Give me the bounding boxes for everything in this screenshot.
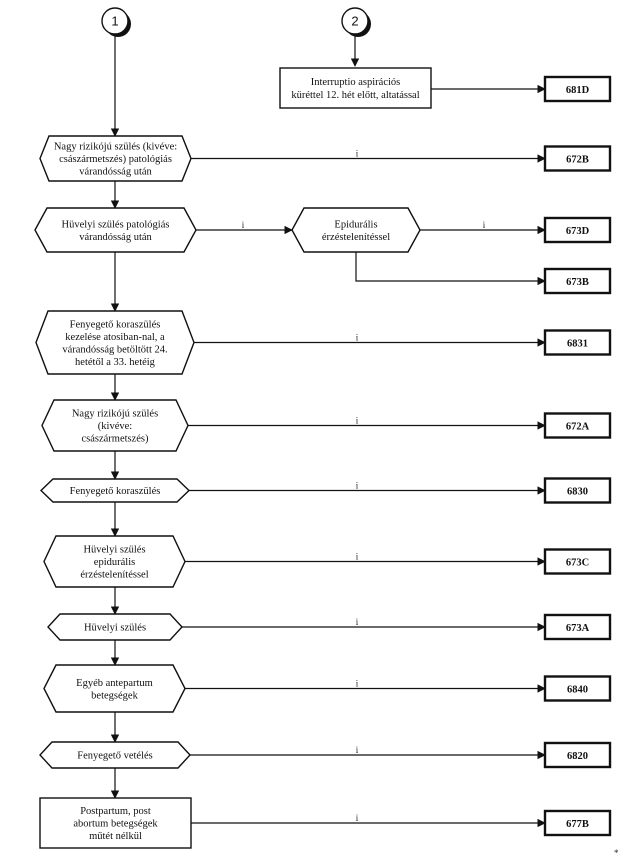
epidural-label: Epidurális: [334, 219, 377, 230]
top-procedure-label: küréttel 12. hét előtt, altatással: [291, 90, 419, 101]
row-3-decision: [35, 310, 195, 375]
row-10-box: [39, 797, 192, 849]
code-box-681D-label: 681D: [566, 85, 590, 96]
row-6-label: Hüvelyi szülés: [83, 545, 145, 556]
code-box-672A: [543, 412, 612, 439]
row-9-label: Fenyegető vetélés: [77, 751, 153, 762]
code-box-673D: [543, 216, 612, 244]
epidural-label: érzéstelenítéssel: [322, 232, 390, 243]
code-box-677B: [543, 809, 612, 837]
epidural-decision: [291, 207, 421, 253]
code-box-6830-label: 6830: [567, 487, 588, 498]
row-6-label: epidurális: [94, 557, 135, 568]
code-box-6831: [543, 329, 612, 356]
row-3-label: Fenyegető koraszülés: [70, 319, 161, 330]
row-7-label: Hüvelyi szülés: [84, 623, 146, 634]
row-8-decision: [43, 664, 186, 713]
row-2-decision: [34, 207, 197, 253]
code-box-6831-label: 6831: [567, 339, 588, 350]
row-1-label: várandósság után: [79, 167, 152, 178]
row-3-arrow-mark: i: [356, 333, 359, 343]
code-box-677B-label: 677B: [566, 819, 589, 830]
row-4-label: (kivéve:: [98, 421, 132, 432]
row-3-label: kezelése atosiban-nal, a: [65, 332, 165, 343]
code-box-673B-label: 673B: [566, 277, 589, 288]
row-6-decision: [43, 535, 186, 588]
row-4-label: császármetszés): [81, 434, 149, 445]
row-1-decision: [39, 135, 192, 182]
row-9-decision: [39, 741, 191, 769]
code-box-672A-label: 672A: [566, 422, 590, 433]
code-box-673B: [543, 267, 612, 295]
row-1-label: császármetszés) patológiás: [59, 154, 172, 165]
code-box-672B: [543, 145, 612, 172]
code-box-673A-label: 673A: [566, 623, 590, 634]
code-box-672B-label: 672B: [566, 155, 589, 166]
row-5-decision: [39, 478, 191, 503]
connector-2-label: 2: [351, 14, 358, 29]
code-box-6840-label: 6840: [567, 685, 588, 696]
connector-1-label: 1: [111, 14, 118, 29]
row-10-arrow-mark: i: [356, 813, 359, 823]
row-10-label: Postpartum, post: [80, 806, 151, 817]
code-box-673A: [543, 613, 612, 641]
footnote-mark: *: [614, 848, 619, 858]
code-box-6830: [543, 477, 612, 504]
row-6-arrow-mark: i: [356, 552, 359, 562]
row-5-arrow-mark: i: [356, 481, 359, 491]
epidural-to-673B-line: [355, 252, 546, 286]
row-2-label: Hüvelyi szülés patológiás: [62, 219, 170, 230]
code-box-6820-label: 6820: [567, 751, 588, 762]
row-1-arrow-mark: i: [356, 149, 359, 159]
row-8-label: Egyéb antepartum: [76, 678, 153, 689]
row-7-arrow-mark: i: [356, 617, 359, 627]
row-4-decision: [41, 399, 189, 452]
connector-1: [101, 7, 129, 35]
row-2-label: várandósság után: [79, 232, 152, 243]
row-6-label: érzéstelenítéssel: [80, 570, 148, 581]
row-3-label: várandósság betöltött 24.: [62, 344, 167, 355]
epidural-to-673D-mark: i: [483, 220, 486, 230]
connector-2: [341, 7, 369, 35]
row-8-arrow-mark: i: [356, 679, 359, 689]
code-box-673C: [543, 548, 612, 575]
code-box-681D: [543, 75, 612, 103]
row-9-arrow-mark: i: [356, 745, 359, 755]
top-procedure-label: Interruptio aspirációs: [311, 77, 401, 88]
row-10-label: abortum betegségek: [73, 819, 158, 830]
top-procedure-box: [279, 67, 432, 109]
code-box-6840: [543, 675, 612, 702]
row-10-label: műtét nélkül: [89, 831, 142, 842]
row-4-arrow-mark: i: [356, 416, 359, 426]
code-box-673C-label: 673C: [566, 558, 589, 569]
row-1-label: Nagy rizikójú szülés (kivéve:: [54, 142, 177, 153]
row-8-label: betegségek: [91, 690, 138, 701]
row-3-label: hetétől a 33. hetéig: [75, 357, 156, 368]
row-4-label: Nagy rizikójú szülés: [72, 409, 158, 420]
row-2-to-epidural-mark: i: [242, 220, 245, 230]
code-box-673D-label: 673D: [566, 226, 590, 237]
code-box-6820: [543, 741, 612, 769]
row-7-decision: [47, 613, 183, 641]
row-5-label: Fenyegető koraszülés: [70, 486, 161, 497]
